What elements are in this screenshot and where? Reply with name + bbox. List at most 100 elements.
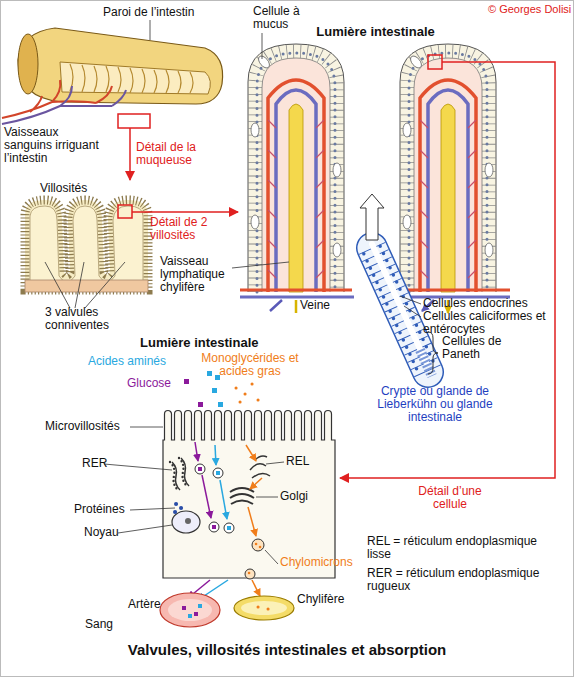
submucosa: [25, 280, 148, 292]
blood-vessels: [2, 80, 112, 118]
part-label: Chylomicrons: [280, 556, 353, 569]
part-label: 3 valvules conniventes: [45, 306, 117, 332]
part-label: Cellules caliciformes et entérocytes: [423, 310, 548, 336]
glucose-path: [202, 475, 211, 518]
secretion-arrow: [360, 194, 384, 240]
panel-heading: Paroi de l’intestin: [103, 5, 230, 19]
chylomicron: [245, 569, 255, 579]
villi-fringe: [25, 200, 148, 290]
note: REL = réticulum endoplasmique lisse: [367, 535, 552, 561]
golgi: [230, 488, 254, 504]
illustration-panel: Villosités: [20, 180, 150, 292]
proteins: [175, 504, 181, 512]
lipid-path: [252, 580, 260, 596]
vesicle: [213, 468, 223, 478]
mucosal-folds: [70, 64, 193, 93]
lipid-path: [250, 478, 262, 489]
part-label: Cellule à mucus: [253, 5, 313, 31]
part-label: Sang: [85, 618, 113, 631]
detail-box: [118, 114, 150, 128]
part-label: Golgi: [280, 490, 308, 503]
lipid: [258, 607, 268, 609]
illustration-panel: Lumière intestinale: [238, 24, 538, 302]
amino-acid: [227, 526, 231, 530]
glucose: [184, 379, 203, 407]
intestine-wall: [18, 28, 223, 104]
edge-label: Détail d’une cellule: [405, 485, 495, 511]
amino-acid: [216, 471, 220, 475]
vesicle: [209, 522, 219, 532]
part-label: Microvillosités: [45, 420, 120, 433]
artery: [160, 593, 220, 627]
blood-vessels: [2, 86, 126, 124]
part-label: Artère: [128, 598, 161, 611]
detail-box: [118, 205, 132, 218]
diagram-title: Valvules, villosités intestinales et abs…: [0, 641, 574, 658]
lacteal: [234, 596, 294, 620]
detail-arrow: [129, 136, 131, 180]
intestine-drawing: [2, 28, 223, 136]
artery-lumen: [168, 599, 212, 621]
lipid-path: [248, 507, 256, 536]
part-label: Cellules de Paneth: [442, 335, 512, 361]
glucose-path: [195, 442, 198, 461]
ribosomes: [170, 458, 187, 490]
detail-box: [428, 55, 442, 69]
edge-label: Détail de la muqueuse: [136, 141, 221, 167]
watermark: © Georges Dolisi: [488, 3, 571, 16]
valves-drawing: [25, 200, 150, 308]
amino-path: [220, 480, 227, 519]
leader-line: [150, 20, 421, 317]
detail-line: [132, 211, 150, 213]
valves: [30, 206, 143, 288]
leader-line: [45, 262, 125, 308]
part-label: REL: [286, 455, 309, 468]
vesicle: [195, 464, 205, 474]
intestine-opening: [18, 34, 38, 94]
lipid: [249, 544, 260, 573]
nutrient-label: Glucose: [127, 377, 171, 390]
detail-arrow: [150, 211, 238, 213]
illustration-panel: Paroi de l’intestin: [8, 4, 230, 136]
amino-path: [215, 445, 216, 465]
brace: [428, 332, 438, 374]
edge-label: Détail de 2 villosités: [150, 216, 232, 242]
glucose: [198, 467, 202, 471]
nutrient-label: Monoglycérides et acides gras: [200, 352, 300, 378]
part-label: Noyau: [84, 526, 119, 539]
paneth-granules: [420, 350, 432, 376]
lipid: [236, 384, 258, 402]
nutrient-label: Acides aminés: [88, 355, 166, 368]
part-label: Veine: [300, 299, 330, 312]
villus: [248, 44, 344, 292]
intestine-lumen: [60, 62, 210, 94]
villus: [400, 44, 496, 292]
panel-heading: Villosités: [40, 181, 150, 195]
vesicle: [224, 523, 234, 533]
cell-membrane: [163, 411, 335, 578]
part-label: Cellules endocrines: [423, 297, 528, 310]
nucleolus: [185, 518, 191, 524]
part-label: Protéines: [74, 503, 125, 516]
part-label: Vaisseau lymphatique chylifère: [160, 255, 238, 294]
panel-heading: Lumière intestinale: [140, 336, 340, 350]
part-label: Chylifère: [297, 593, 344, 606]
detail-line: [442, 61, 538, 63]
rel: [250, 456, 270, 478]
leader-line: [104, 427, 284, 564]
lacteal-lumen: [241, 601, 287, 615]
detail-line: [129, 128, 131, 136]
nucleus: [172, 511, 200, 533]
chylomicron: [252, 539, 264, 551]
note: RER = réticulum endoplasmique rugueux: [367, 567, 552, 593]
part-label: Vaisseaux sanguins irriguant l’intestin: [4, 126, 108, 165]
amino-acid: [188, 604, 202, 618]
enterocyte: [160, 371, 335, 627]
part-label: Crypte ou glande de Lieberkühn ou glande…: [370, 385, 500, 424]
detail-arrow: [340, 62, 555, 478]
lipid-path: [246, 445, 256, 461]
glucose: [212, 525, 216, 529]
part-label: RER: [82, 457, 107, 470]
